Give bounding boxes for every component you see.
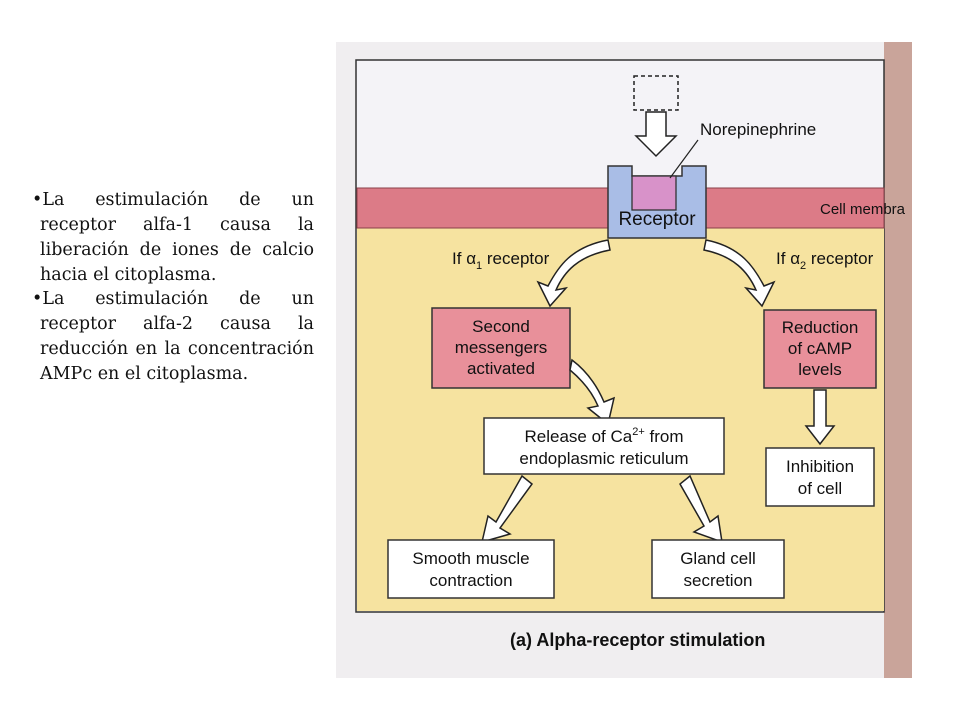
figure-caption: (a) Alpha-receptor stimulation: [510, 630, 765, 650]
reduction-camp-line3: levels: [798, 360, 841, 379]
smooth-muscle-box: [387, 539, 555, 599]
gland-cell-box: [651, 539, 785, 599]
reduction-camp-line2: of cAMP: [788, 339, 852, 358]
alpha1-label: If α1 receptor: [452, 249, 550, 272]
gland-cell-line1: Gland cell: [680, 549, 756, 568]
reduction-camp-line1: Reduction: [782, 318, 859, 337]
bullet-alpha2: •La estimulación de un receptor alfa-2 c…: [32, 289, 314, 384]
norepinephrine-leader: [669, 139, 699, 179]
smooth-muscle-line1: Smooth muscle: [412, 549, 529, 568]
second-messengers-line3: activated: [467, 359, 535, 378]
gland-arrow: [679, 474, 723, 544]
release-calcium-box: [483, 417, 725, 475]
camp-arrow: [804, 389, 836, 446]
alpha2-label: If α2 receptor: [776, 249, 874, 272]
release-calcium-line2: endoplasmic reticulum: [519, 449, 688, 468]
bullet-list: •La estimulación de un receptor alfa-1 c…: [32, 188, 314, 387]
figure-svg: Cell membra Receptor Norepinephrine If α…: [336, 42, 912, 678]
second-messengers-line2: messengers: [455, 338, 548, 357]
bullet-alpha1: •La estimulación de un receptor alfa-1 c…: [32, 190, 314, 285]
release-arrow: [634, 111, 678, 158]
inhibition-line1: Inhibition: [786, 457, 854, 476]
alpha-receptor-figure: Cell membra Receptor Norepinephrine If α…: [336, 42, 912, 678]
receptor-label: Receptor: [618, 209, 696, 230]
alpha2-arrow: [703, 239, 776, 308]
gland-cell-line2: secretion: [684, 571, 753, 590]
muscle-arrow: [480, 474, 534, 544]
inhibition-line2: of cell: [798, 479, 842, 498]
second-messengers-line1: Second: [472, 317, 530, 336]
messenger-arrow: [569, 358, 616, 426]
second-messengers-box: [431, 307, 571, 389]
norepinephrine-label: Norepinephrine: [700, 120, 816, 139]
release-calcium-line1: Release of Ca2+ from: [524, 426, 683, 446]
reduction-camp-box: [763, 309, 877, 389]
smooth-muscle-line2: contraction: [429, 571, 512, 590]
cell-membrane-label: Cell membra: [820, 201, 906, 218]
alpha1-arrow: [536, 239, 611, 308]
norepinephrine-molecule: [631, 175, 677, 211]
inhibition-box: [765, 447, 875, 507]
neurotransmitter-source: [633, 75, 679, 111]
page-gutter: [884, 42, 912, 678]
